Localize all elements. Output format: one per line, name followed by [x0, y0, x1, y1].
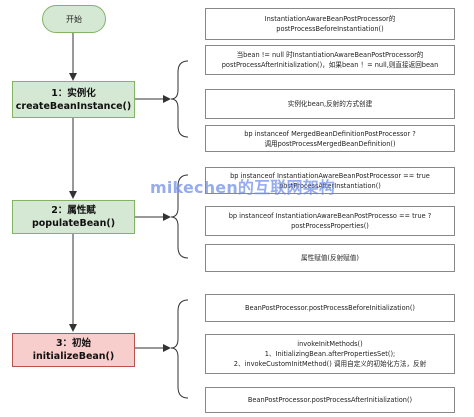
note-line: 属性赋值(反射赋值) — [301, 254, 359, 262]
note-line: 实例化bean,反射的方式创建 — [287, 100, 373, 108]
start-label: 开始 — [66, 14, 82, 24]
stage-instantiate-method: createBeanInstance() — [15, 100, 132, 112]
brace-stage2 — [170, 174, 189, 259]
stage-initialize: 3：初始 initializeBean() — [12, 333, 135, 367]
note-line: 调用postProcessMergedBeanDefinition() — [264, 139, 396, 148]
note-before-initialization: BeanPostProcessor.postProcessBeforeIniti… — [205, 294, 455, 322]
brace-stage1 — [170, 60, 189, 138]
watermark: mikechen的互联网架构 — [150, 178, 336, 197]
stage-instantiate: 1：实例化 createBeanInstance() — [12, 81, 135, 118]
note-line: bp instanceof InstantiationAwareBeanPost… — [228, 212, 432, 220]
brace-stage3 — [170, 299, 189, 399]
note-before-instantiation: InstantiationAwareBeanPostProcessor的 pos… — [205, 8, 455, 40]
note-line: BeanPostProcessor.postProcessBeforeIniti… — [244, 304, 415, 312]
note-after-instantiation: bp instanceof InstantiationAwareBeanPost… — [205, 167, 455, 194]
note-line: bp instanceof MergedBeanDefinitionPostPr… — [244, 129, 416, 138]
note-property-assign: 属性赋值(反射赋值) — [205, 244, 455, 272]
stage-instantiate-title: 1：实例化 — [51, 87, 96, 99]
note-line: postProcessAfterInitialization()，如果bean … — [221, 61, 439, 69]
note-after-initialization: BeanPostProcessor.postProcessAfterInitia… — [205, 387, 455, 413]
note-line: bp instanceof InstantiationAwareBeanPost… — [230, 171, 430, 180]
stage-populate-title: 2：属性赋 — [51, 205, 96, 216]
note-line: postProcessProperties() — [291, 222, 369, 230]
stage-initialize-method: initializeBean() — [32, 351, 115, 362]
note-invoke-init-methods: invokeInitMethods() 1、InitializingBean.a… — [205, 334, 455, 374]
note-post-process-properties: bp instanceof InstantiationAwareBeanPost… — [205, 206, 455, 236]
stage-initialize-title: 3：初始 — [55, 338, 92, 349]
stage-populate: 2：属性赋 populateBean() — [12, 200, 135, 234]
note-line: 2、invokeCustomInitMethod() 调用自定义的初始化方法，反… — [233, 360, 427, 368]
note-line: invokeInitMethods() — [297, 340, 363, 348]
start-node: 开始 — [42, 5, 106, 33]
note-line: BeanPostProcessor.postProcessAfterInitia… — [247, 396, 413, 404]
note-merged-bean-definition: bp instanceof MergedBeanDefinitionPostPr… — [205, 125, 455, 152]
note-line: postProcessAfterInstantiation() — [279, 181, 381, 190]
note-line: InstantiationAwareBeanPostProcessor的 — [264, 15, 396, 23]
note-line: 当bean != null 时InstantiationAwareBeanPos… — [236, 51, 424, 59]
note-line: postProcessBeforeInstantiation() — [276, 25, 384, 33]
note-reflection-create: 实例化bean,反射的方式创建 — [205, 89, 455, 119]
note-line: 1、InitializingBean.afterPropertiesSet(); — [264, 350, 396, 358]
note-after-initialization-shortcut: 当bean != null 时InstantiationAwareBeanPos… — [205, 45, 455, 75]
stage-populate-method: populateBean() — [31, 218, 116, 229]
